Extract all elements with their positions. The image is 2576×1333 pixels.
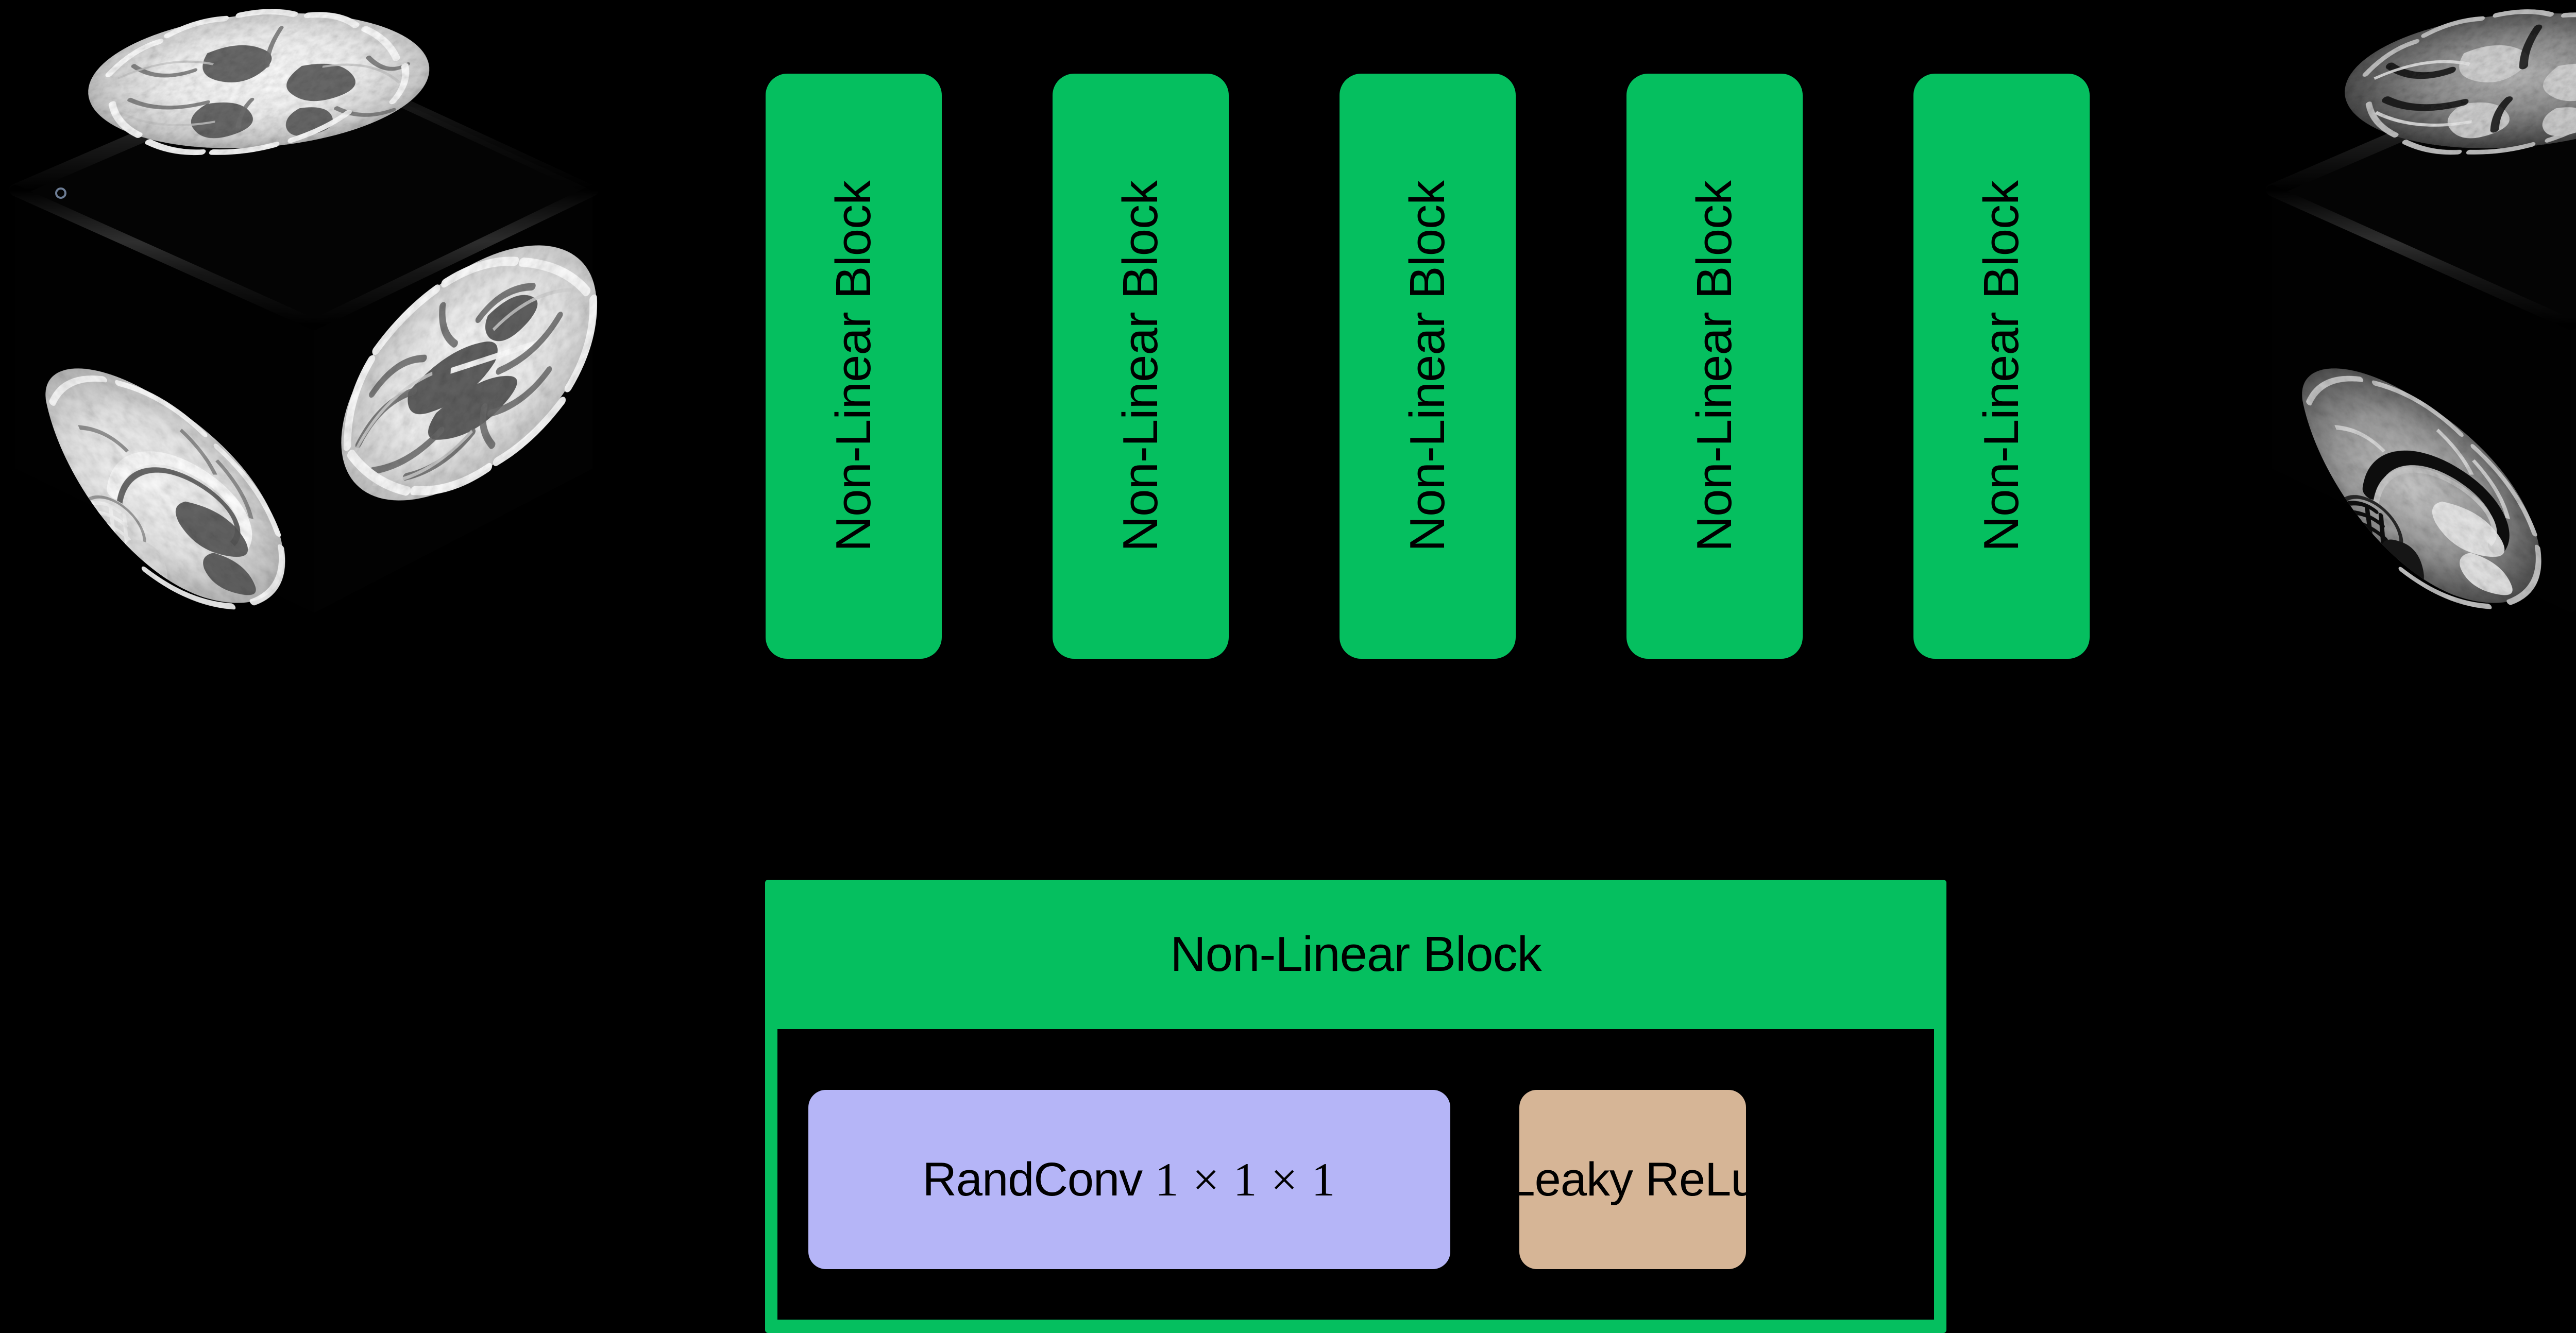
non-linear-block-label: Non-Linear Block: [1974, 180, 2029, 552]
detail-panel-title: Non-Linear Block: [1170, 927, 1541, 982]
output-brain-mri-cube: [2257, 5, 2576, 690]
non-linear-block-label: Non-Linear Block: [1400, 180, 1455, 552]
non-linear-block-4[interactable]: Non-Linear Block: [1626, 74, 1803, 659]
randconv-label: RandConv: [922, 1153, 1143, 1206]
randconv-chip[interactable]: RandConv 1 × 1 × 1: [808, 1090, 1450, 1269]
non-linear-block-label: Non-Linear Block: [826, 180, 882, 552]
non-linear-block-label: Non-Linear Block: [1113, 180, 1168, 552]
leaky-relu-chip[interactable]: Leaky ReLu: [1509, 1090, 1757, 1269]
randconv-kernel-label: 1 × 1 × 1: [1155, 1153, 1336, 1206]
detail-panel-header: Non-Linear Block: [765, 880, 1946, 1029]
non-linear-block-label: Non-Linear Block: [1687, 180, 1742, 552]
detail-panel-body: RandConv 1 × 1 × 1 Leaky ReLu: [777, 1029, 1934, 1320]
non-linear-block-1[interactable]: Non-Linear Block: [766, 74, 942, 659]
non-linear-block-5[interactable]: Non-Linear Block: [1913, 74, 2090, 659]
non-linear-block-2[interactable]: Non-Linear Block: [1053, 74, 1229, 659]
input-brain-mri-cube: [0, 5, 608, 690]
non-linear-block-3[interactable]: Non-Linear Block: [1340, 74, 1516, 659]
leaky-relu-label: Leaky ReLu: [1509, 1153, 1757, 1206]
non-linear-block-detail-panel: Non-Linear Block RandConv 1 × 1 × 1 Leak…: [765, 880, 1946, 1333]
